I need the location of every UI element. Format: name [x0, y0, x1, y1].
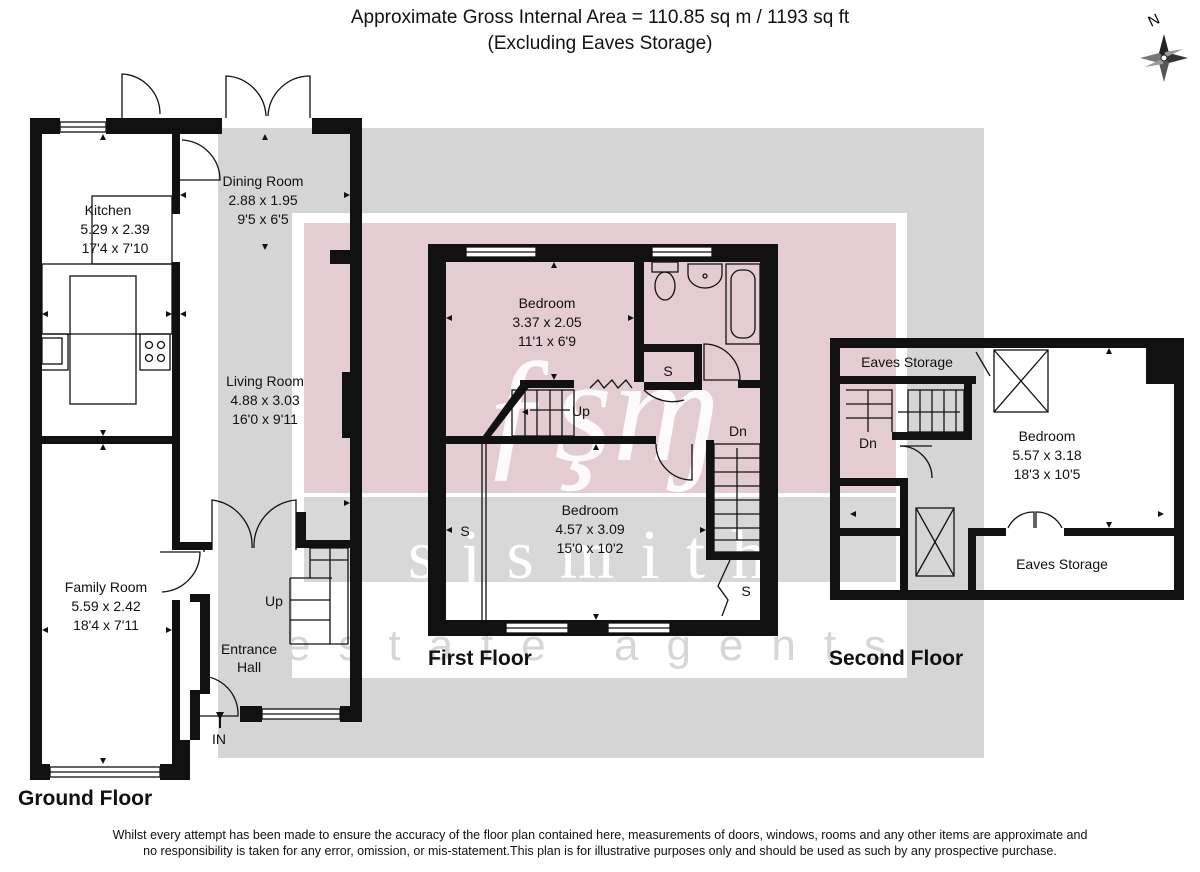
hall-name-line1: Entrance [221, 641, 277, 657]
ground-floor-dimension-arrows [42, 134, 350, 764]
family-name: Family Room [65, 579, 147, 595]
kitchen-name: Kitchen [85, 202, 132, 218]
first-floor-fixtures [465, 246, 761, 634]
dining-metric: 2.88 x 1.95 [228, 192, 297, 208]
second-floor-label: Second Floor [829, 647, 964, 670]
ground-floor [30, 118, 362, 780]
kitchen-metric: 5.29 x 2.39 [80, 221, 149, 237]
first-wardrobe-label: S [460, 523, 469, 539]
second-floor-dimension-arrows [850, 348, 1164, 528]
second-floor [830, 338, 1184, 600]
watermark: ƒşɱ sjsmith estate agents [218, 128, 984, 758]
ground-floor-label: Ground Floor [18, 787, 153, 810]
compass-north-label: N [1146, 11, 1163, 31]
first-floor-dimension-arrows [446, 262, 706, 620]
dining-name: Dining Room [223, 173, 304, 189]
living-imperial: 16'0 x 9'11 [232, 411, 298, 427]
first-bedroom-front-metric: 4.57 x 3.09 [555, 521, 624, 537]
kitchen-imperial: 17'4 x 7'10 [82, 240, 149, 256]
eaves-storage-top: Eaves Storage [861, 354, 953, 370]
second-floor-fixtures [846, 349, 1063, 577]
first-stairs-down: Dn [729, 423, 747, 439]
first-floor-label: First Floor [428, 647, 532, 670]
area-summary: Approximate Gross Internal Area = 110.85… [350, 7, 850, 28]
area-note: (Excluding Eaves Storage) [487, 33, 713, 54]
family-metric: 5.59 x 2.42 [71, 598, 140, 614]
first-bedroom-front-name: Bedroom [562, 502, 619, 518]
second-bedroom-name: Bedroom [1019, 428, 1076, 444]
second-bedroom-metric: 5.57 x 3.18 [1012, 447, 1081, 463]
disclaimer-line2: no responsibility is taken for any error… [143, 844, 1057, 858]
first-landing-cupboard-label: S [663, 363, 672, 379]
first-stairs-up: Up [572, 403, 590, 419]
second-bedroom-imperial: 18'3 x 10'5 [1014, 466, 1081, 482]
ground-stairs-up: Up [265, 593, 283, 609]
first-front-cupboard-label: S [741, 583, 750, 599]
disclaimer-line1: Whilst every attempt has been made to en… [112, 828, 1088, 842]
compass-icon: N [1140, 11, 1188, 82]
eaves-storage-bottom: Eaves Storage [1016, 556, 1108, 572]
svg-text:ƒşɱ: ƒşɱ [479, 327, 721, 493]
first-bedroom-rear-metric: 3.37 x 2.05 [512, 314, 581, 330]
hall-name-line2: Hall [237, 659, 261, 675]
living-name: Living Room [226, 373, 304, 389]
living-metric: 4.88 x 3.03 [230, 392, 299, 408]
first-bedroom-rear-name: Bedroom [519, 295, 576, 311]
second-stairs-down: Dn [859, 435, 877, 451]
family-imperial: 18'4 x 7'11 [73, 617, 139, 633]
entry-label: IN [212, 731, 226, 747]
first-bedroom-rear-imperial: 11'1 x 6'9 [518, 333, 576, 349]
first-bedroom-front-imperial: 15'0 x 10'2 [557, 540, 624, 556]
dining-imperial: 9'5 x 6'5 [237, 211, 288, 227]
ground-floor-fixtures [37, 73, 349, 778]
